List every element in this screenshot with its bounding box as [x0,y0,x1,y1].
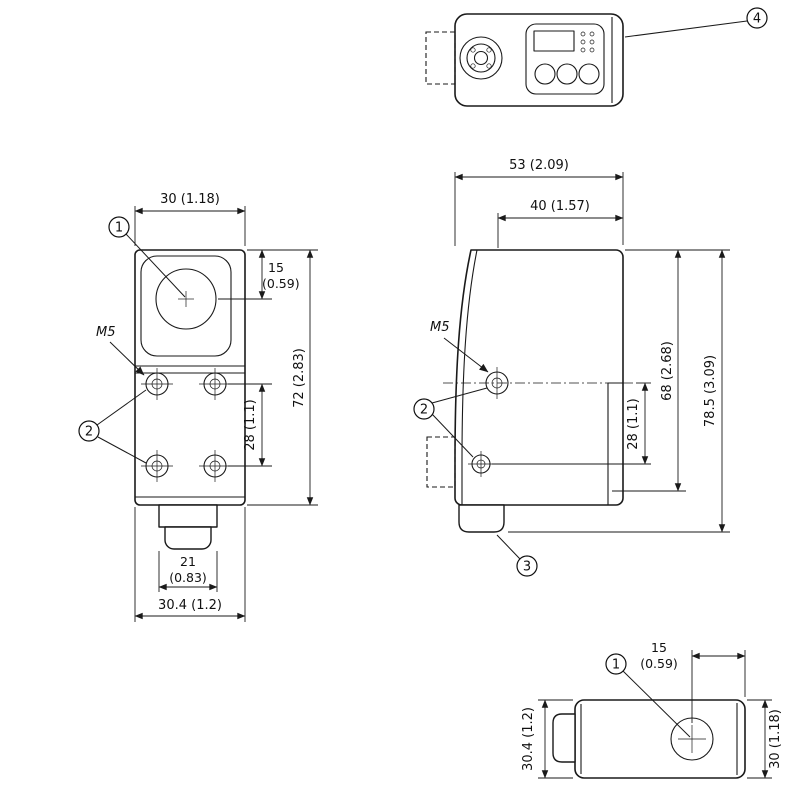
display [533,30,575,52]
lens-plate [140,255,232,357]
dim-label-bottom-offset-mm: 15 [651,640,667,655]
dim-label-side-hole-spacing: 28 (1.1) [626,398,641,450]
dim-label-front-offset-mm: 15 [268,260,284,275]
callout-3: 3 [496,534,538,577]
led-indicator [580,31,586,37]
callout-3-number: 3 [523,560,531,575]
dim-front-hole-spacing: 28 (1.1) [228,383,272,467]
dim-front-overall-width: 30.4 (1.2) [134,507,246,622]
pushbutton [556,63,578,85]
bottom-body [574,699,746,779]
callout-1-number-bottom: 1 [612,658,620,673]
callout-1-number: 1 [115,221,123,236]
dim-side-upper-depth: 40 (1.57) [497,199,624,248]
dim-label-side-68: 68 (2.68) [660,341,675,401]
callout-2-side: 2 [413,387,488,458]
dim-label-front-offset-in: (0.59) [262,276,300,291]
dim-label-front-width: 30 (1.18) [160,192,220,207]
led-indicator [580,39,586,45]
callout-2-number-side: 2 [420,403,428,418]
m12-connector-face [425,31,503,85]
dim-side-depth: 53 (2.09) [454,158,624,246]
thread-m5-front: M5 [96,325,116,340]
dim-label-conn-mm: 21 [180,554,196,569]
side-body [454,249,624,506]
hidden-side-plug [426,436,456,488]
led-indicator [589,47,595,53]
callout-1-bottom: 1 [605,653,691,738]
bottom-view: 15 (0.59) 1 30.4 (1.2) 30 (1.18) [521,640,783,779]
dim-front-height: 72 (2.83) [247,249,318,506]
led-indicator [580,47,586,53]
dim-label-side-depth: 53 (2.09) [509,158,569,173]
top-view-body [454,13,624,107]
dim-front-lens-offset: 15 (0.59) [218,249,318,300]
bottom-connector [552,713,576,763]
top-view: 4 [425,7,768,107]
dim-label-front-height: 72 (2.83) [292,348,307,408]
dim-label-front-hole-spacing: 28 (1.1) [243,399,258,451]
dim-bottom-lens-offset: 15 (0.59) [640,640,746,723]
side-view: M5 2 3 53 (2.09) 40 (1.57) [413,158,730,577]
mounting-holes-front [141,368,231,482]
dim-label-side-overall: 78.5 (3.09) [703,355,718,427]
dim-label-front-overall: 30.4 (1.2) [158,598,222,613]
dim-label-conn-in: (0.83) [169,570,207,585]
front-body [134,249,246,506]
dim-side-height-step: 68 (2.68) [612,249,730,492]
callout-1-front: 1 [108,216,186,298]
dim-bottom-overall: 30.4 (1.2) [521,699,573,779]
led-indicator [589,31,595,37]
dim-label-bottom-offset-in: (0.59) [640,656,678,671]
dim-label-bottom-overall: 30.4 (1.2) [521,707,536,771]
thread-label-side: M5 [430,320,489,373]
panel-outline [525,23,605,95]
pushbutton [578,63,600,85]
callout-4-number: 4 [753,12,761,27]
dim-label-bottom-width: 30 (1.18) [768,709,783,769]
callout-2-front: 2 [78,389,147,464]
control-panel [525,23,605,95]
side-connector [458,504,505,533]
front-face-line [461,249,478,505]
dim-side-hole-spacing: 28 (1.1) [492,382,651,465]
thread-label-front: M5 [96,325,145,376]
lens-circle [155,268,217,330]
hidden-plug-outline [425,31,456,85]
mounting-holes-side [468,367,509,477]
dim-front-connector-width: 21 (0.83) [158,551,218,592]
dim-front-width: 30 (1.18) [134,192,246,246]
pushbutton [534,63,556,85]
dim-side-overall-height: 78.5 (3.09) [508,249,730,533]
led-indicator [589,39,595,45]
thread-m5-side: M5 [430,320,450,335]
front-connector [158,504,218,550]
front-view: 30 (1.18) 1 15 (0.59) 72 (2.83) 28 ( [78,192,318,622]
dim-bottom-width: 30 (1.18) [747,699,783,779]
callout-4: 4 [624,7,768,38]
dim-label-side-upper-depth: 40 (1.57) [530,199,590,214]
callout-2-number-front: 2 [85,425,93,440]
